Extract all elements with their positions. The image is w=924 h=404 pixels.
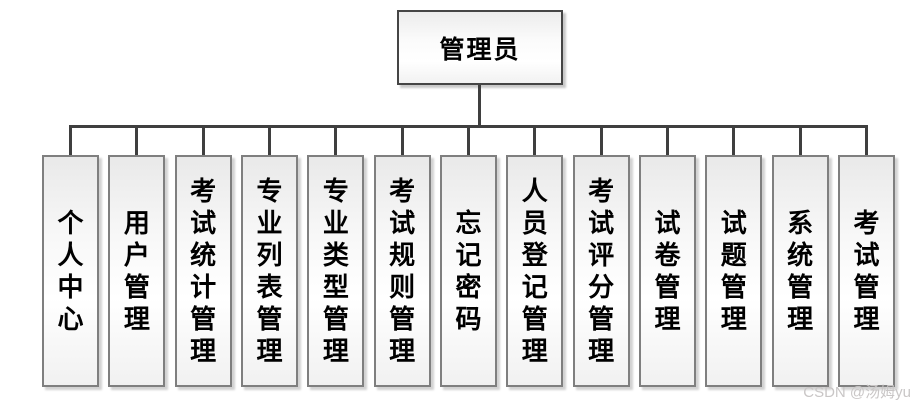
- branch-11: 系统管理: [771, 128, 829, 387]
- branch-12: 考试管理: [837, 128, 895, 387]
- connector-drop-line: [135, 128, 139, 155]
- branch-5: 考试规则管理: [373, 128, 431, 387]
- child-node-label: 试卷管理: [654, 208, 681, 334]
- child-node-label: 试题管理: [720, 208, 747, 334]
- branch-10: 试题管理: [705, 128, 763, 387]
- branch-6: 忘记密码: [439, 128, 497, 387]
- connector-drop-line: [533, 128, 537, 155]
- root-node-label: 管理员: [439, 35, 521, 64]
- child-node-label: 系统管理: [787, 208, 814, 334]
- child-node-label: 考试统计管理: [190, 176, 217, 366]
- branch-3: 专业列表管理: [240, 128, 298, 387]
- branch-8: 考试评分管理: [572, 128, 630, 387]
- connector-drop-line: [267, 128, 271, 155]
- connector-drop-line: [400, 128, 404, 155]
- child-node-label: 考试管理: [853, 208, 880, 334]
- child-node-label: 用户管理: [123, 208, 150, 334]
- child-node: 考试评分管理: [572, 155, 630, 387]
- child-node-label: 专业列表管理: [256, 176, 283, 366]
- child-node: 人员登记管理: [506, 155, 564, 387]
- child-node: 考试统计管理: [174, 155, 232, 387]
- connector-drop-line: [665, 128, 669, 155]
- child-node: 用户管理: [108, 155, 166, 387]
- child-node: 考试管理: [837, 155, 895, 387]
- branch-2: 考试统计管理: [174, 128, 232, 387]
- branch-1: 用户管理: [108, 128, 166, 387]
- child-node: 系统管理: [771, 155, 829, 387]
- child-node-label: 考试规则管理: [389, 176, 416, 366]
- branch-9: 试卷管理: [638, 128, 696, 387]
- child-node: 考试规则管理: [373, 155, 431, 387]
- child-node-label: 忘记密码: [455, 208, 482, 334]
- child-node: 专业列表管理: [240, 155, 298, 387]
- connector-root-stub: [478, 85, 481, 126]
- connector-drop-line: [69, 128, 72, 155]
- child-node: 专业类型管理: [307, 155, 365, 387]
- child-node-label: 考试评分管理: [588, 176, 615, 366]
- branch-4: 专业类型管理: [307, 128, 365, 387]
- child-node-label: 个人中心: [57, 208, 84, 334]
- branch-0: 个人中心: [42, 128, 99, 387]
- connector-drop-line: [334, 128, 338, 155]
- branches-row: 个人中心 用户管理 考试统计管理 专业列表管理 专业类型管理 考试规则管理 忘记密码 人员登记…: [42, 128, 895, 387]
- child-node: 试卷管理: [638, 155, 696, 387]
- child-node: 试题管理: [705, 155, 763, 387]
- connector-drop-line: [466, 128, 470, 155]
- connector-drop-line: [732, 128, 736, 155]
- child-node: 个人中心: [42, 155, 99, 387]
- connector-drop-line: [864, 128, 868, 155]
- connector-drop-line: [599, 128, 603, 155]
- connector-drop-line: [798, 128, 802, 155]
- child-node-label: 人员登记管理: [521, 176, 548, 366]
- connector-drop-line: [201, 128, 205, 155]
- root-node: 管理员: [397, 10, 563, 85]
- branch-7: 人员登记管理: [506, 128, 564, 387]
- connector-horizontal-line: [69, 125, 868, 128]
- watermark: CSDN @汤姆yu: [803, 384, 911, 401]
- child-node: 忘记密码: [439, 155, 497, 387]
- child-node-label: 专业类型管理: [322, 176, 349, 366]
